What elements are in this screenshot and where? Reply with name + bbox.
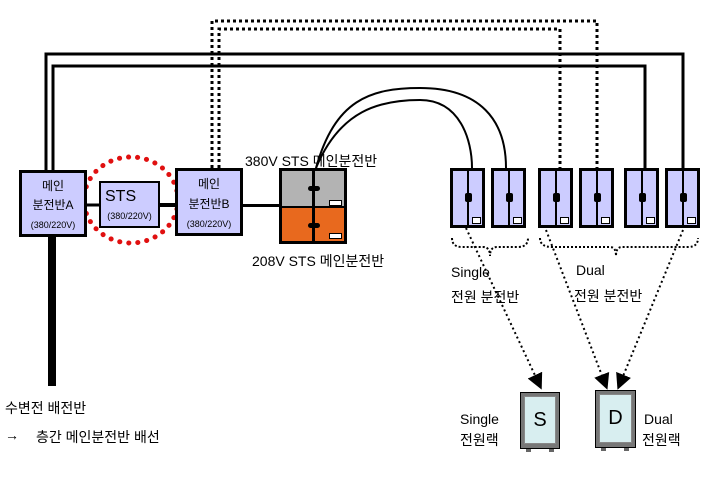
dotted-feed-outer bbox=[210, 19, 599, 170]
source-label: 수변전 배전반 bbox=[5, 400, 87, 416]
rack-foot bbox=[601, 448, 606, 451]
main-panel-b-line2: 분전반B bbox=[188, 197, 230, 211]
dual-power-panel bbox=[538, 168, 573, 228]
main-panel-a-line1: 메인 bbox=[41, 179, 65, 193]
single-power-panel bbox=[450, 168, 485, 228]
sts-voltage: (380/220V) bbox=[107, 211, 152, 221]
sts-box: STS (380/220V) bbox=[99, 181, 160, 228]
breaker-icon bbox=[639, 193, 646, 202]
dual-rack: D bbox=[595, 390, 636, 448]
dual-rack-letter: D bbox=[599, 394, 632, 443]
sts-label: STS bbox=[105, 188, 137, 205]
single-rack-line1: Single bbox=[460, 411, 499, 427]
single-power-panel bbox=[491, 168, 526, 228]
main-panel-b: 메인 분전반B (380/220V) bbox=[175, 168, 243, 236]
indicator-icon bbox=[472, 217, 481, 224]
breaker-icon bbox=[506, 193, 513, 202]
feed-line-inner bbox=[51, 64, 647, 170]
dual-group-line1: Dual bbox=[576, 262, 605, 278]
b-to-sts-main-line bbox=[243, 204, 279, 207]
arrow-note-text: 층간 메인분전반 배선 bbox=[36, 429, 160, 445]
curve-to-single-1 bbox=[315, 98, 473, 169]
dual-brace bbox=[539, 237, 699, 257]
rack-foot bbox=[549, 449, 554, 452]
rack-foot bbox=[624, 448, 629, 451]
feed-line-outer bbox=[44, 52, 685, 170]
single-rack-letter: S bbox=[524, 396, 556, 444]
arrow-to-single-rack bbox=[465, 227, 543, 390]
single-group-line1: Single bbox=[451, 264, 490, 280]
arrow-to-dual-rack-2 bbox=[616, 229, 684, 390]
indicator-icon bbox=[513, 217, 522, 224]
breaker-icon bbox=[308, 186, 320, 191]
dual-rack-line1: Dual bbox=[644, 411, 673, 427]
indicator-icon bbox=[601, 217, 610, 224]
dual-power-panel bbox=[665, 168, 700, 228]
arrow-to-dual-rack-1 bbox=[545, 229, 610, 390]
main-panel-a-voltage: (380/220V) bbox=[30, 220, 76, 230]
sts-208-label: 208V STS 메인분전반 bbox=[252, 253, 385, 269]
dotted-feed-inner bbox=[217, 27, 562, 170]
breaker-icon bbox=[680, 193, 687, 202]
main-panel-b-voltage: (380/220V) bbox=[186, 219, 232, 229]
indicator-icon bbox=[329, 233, 342, 239]
rack-foot bbox=[526, 449, 531, 452]
arrow-icon: → bbox=[5, 427, 19, 443]
single-brace bbox=[451, 237, 529, 257]
main-panel-b-line1: 메인 bbox=[197, 177, 221, 191]
sts-380-label: 380V STS 메인분전반 bbox=[245, 153, 378, 169]
sts-stack-divider bbox=[312, 171, 315, 241]
dual-rack-line2: 전원랙 bbox=[642, 432, 681, 448]
dual-group-line2: 전원 분전반 bbox=[574, 288, 643, 304]
curve-to-single-2 bbox=[315, 86, 507, 169]
indicator-icon bbox=[560, 217, 569, 224]
indicator-icon bbox=[646, 217, 655, 224]
breaker-icon bbox=[594, 193, 601, 202]
breaker-icon bbox=[553, 193, 560, 202]
indicator-icon bbox=[687, 217, 696, 224]
main-panel-a-line2: 분전반A bbox=[32, 198, 74, 212]
single-rack: S bbox=[520, 392, 560, 449]
single-group-line2: 전원 분전반 bbox=[451, 289, 520, 305]
dual-power-panel bbox=[624, 168, 659, 228]
single-rack-line2: 전원랙 bbox=[460, 432, 499, 448]
breaker-icon bbox=[308, 223, 320, 228]
main-panel-a: 메인 분전반A (380/220V) bbox=[19, 170, 87, 237]
indicator-icon bbox=[329, 200, 342, 206]
dual-power-panel bbox=[579, 168, 614, 228]
breaker-icon bbox=[465, 193, 472, 202]
sts-main-panel-stack bbox=[279, 168, 347, 244]
